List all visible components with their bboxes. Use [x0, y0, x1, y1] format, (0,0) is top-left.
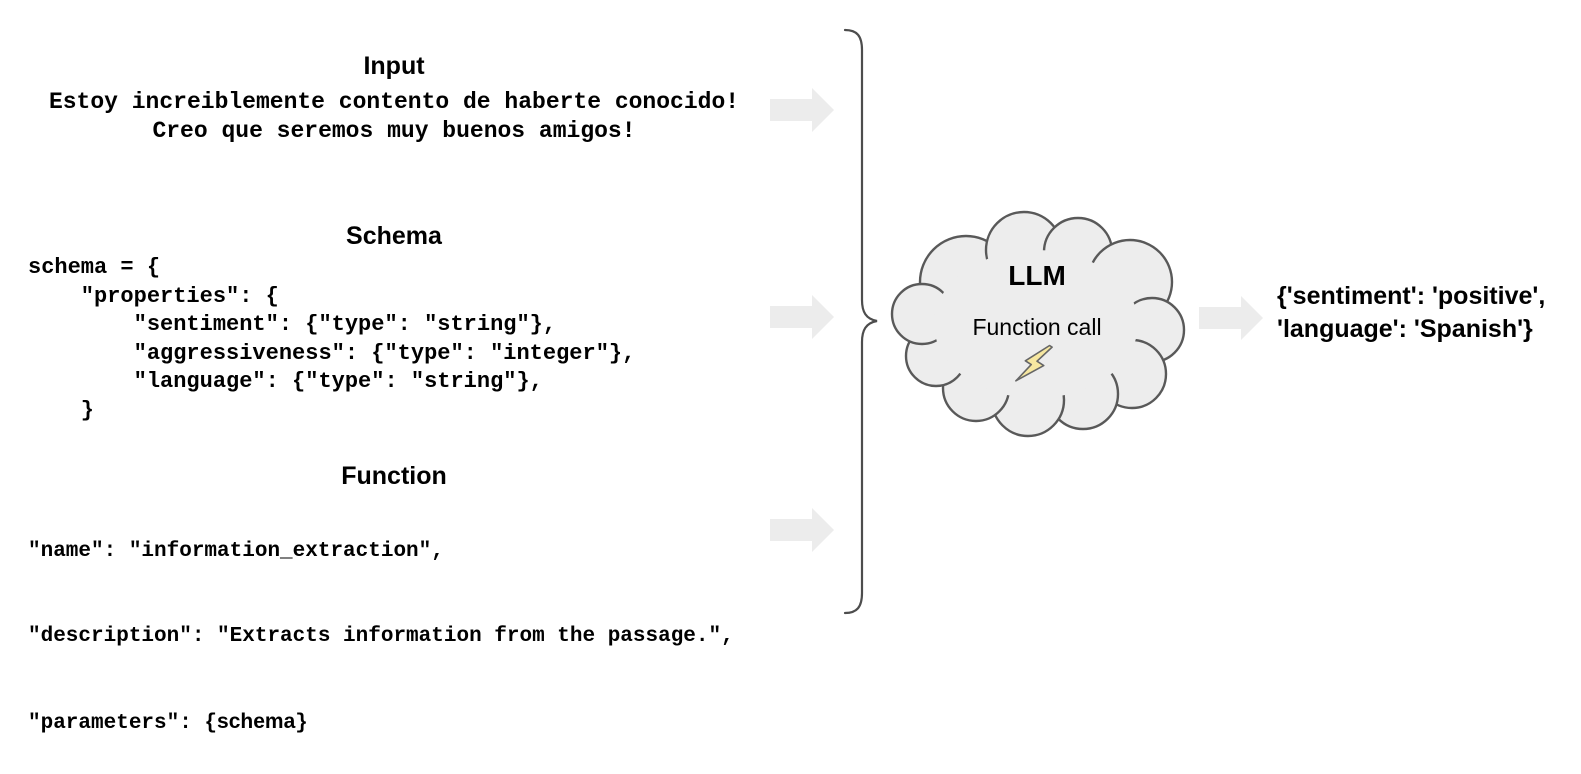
input-text: Estoy increiblemente contento de haberte… [48, 89, 740, 144]
function-to-llm-arrow-icon [770, 508, 834, 552]
function-description-line: "description": "Extracts information fro… [28, 625, 734, 648]
llm-cloud-icon [890, 210, 1186, 438]
llm-label: LLM [1008, 260, 1066, 291]
function-title: Function [341, 462, 447, 490]
input-title: Input [363, 52, 425, 80]
parameters-prefix: "parameters": { [28, 712, 218, 735]
function-code: "name": "information_extraction", "descr… [28, 494, 734, 774]
schema-title: Schema [346, 222, 442, 250]
parameters-schema-variable: schema [217, 710, 296, 733]
parameters-suffix: } [295, 712, 308, 735]
input-section: Input Estoy increiblemente contento de h… [20, 52, 768, 145]
function-parameters-line: "parameters": {schema} [28, 710, 734, 735]
llm-to-output-arrow-icon [1199, 296, 1263, 340]
function-call-label: Function call [972, 314, 1102, 340]
input-to-llm-arrow-icon [770, 88, 834, 132]
curly-brace-icon [843, 28, 878, 615]
output-result-text: {'sentiment': 'positive', 'language': 'S… [1277, 282, 1546, 343]
function-name-line: "name": "information_extraction", [28, 540, 444, 563]
lightning-bolt-icon [1015, 344, 1053, 382]
schema-to-llm-arrow-icon [770, 295, 834, 339]
schema-code: schema = { "properties": { "sentiment": … [28, 255, 636, 423]
